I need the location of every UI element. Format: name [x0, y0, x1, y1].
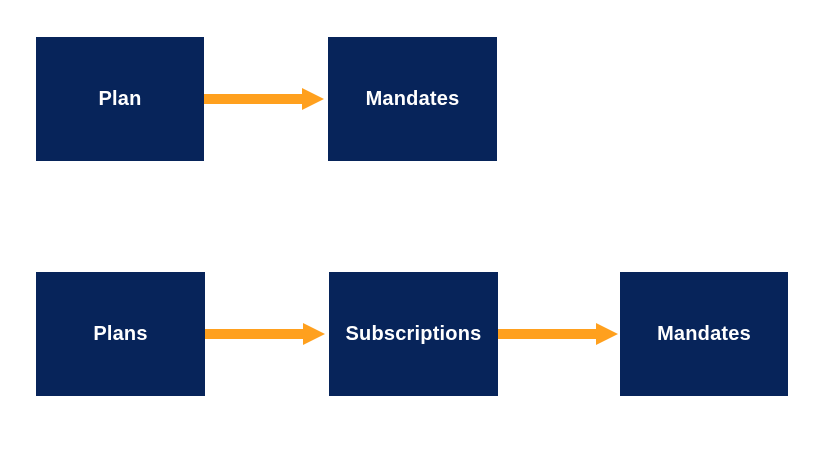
arrow-shaft [205, 329, 303, 339]
arrow-shaft [204, 94, 302, 104]
node-mandates-top-label: Mandates [365, 87, 460, 110]
node-subscriptions-label: Subscriptions [345, 322, 482, 345]
arrow-head-icon [596, 323, 618, 345]
node-plans-label: Plans [93, 322, 148, 345]
node-plan: Plan [36, 37, 204, 161]
node-mandates-bottom: Mandates [620, 272, 788, 396]
node-subscriptions: Subscriptions [329, 272, 498, 396]
node-plans: Plans [36, 272, 205, 396]
arrow-plan-to-mandates [204, 88, 324, 110]
arrow-head-icon [302, 88, 324, 110]
node-mandates-top: Mandates [328, 37, 497, 161]
arrow-shaft [498, 329, 596, 339]
arrow-plans-to-subscriptions [205, 323, 325, 345]
node-plan-label: Plan [98, 87, 142, 110]
arrow-head-icon [303, 323, 325, 345]
node-mandates-bottom-label: Mandates [657, 322, 751, 345]
arrow-subscriptions-to-mandates [498, 323, 618, 345]
